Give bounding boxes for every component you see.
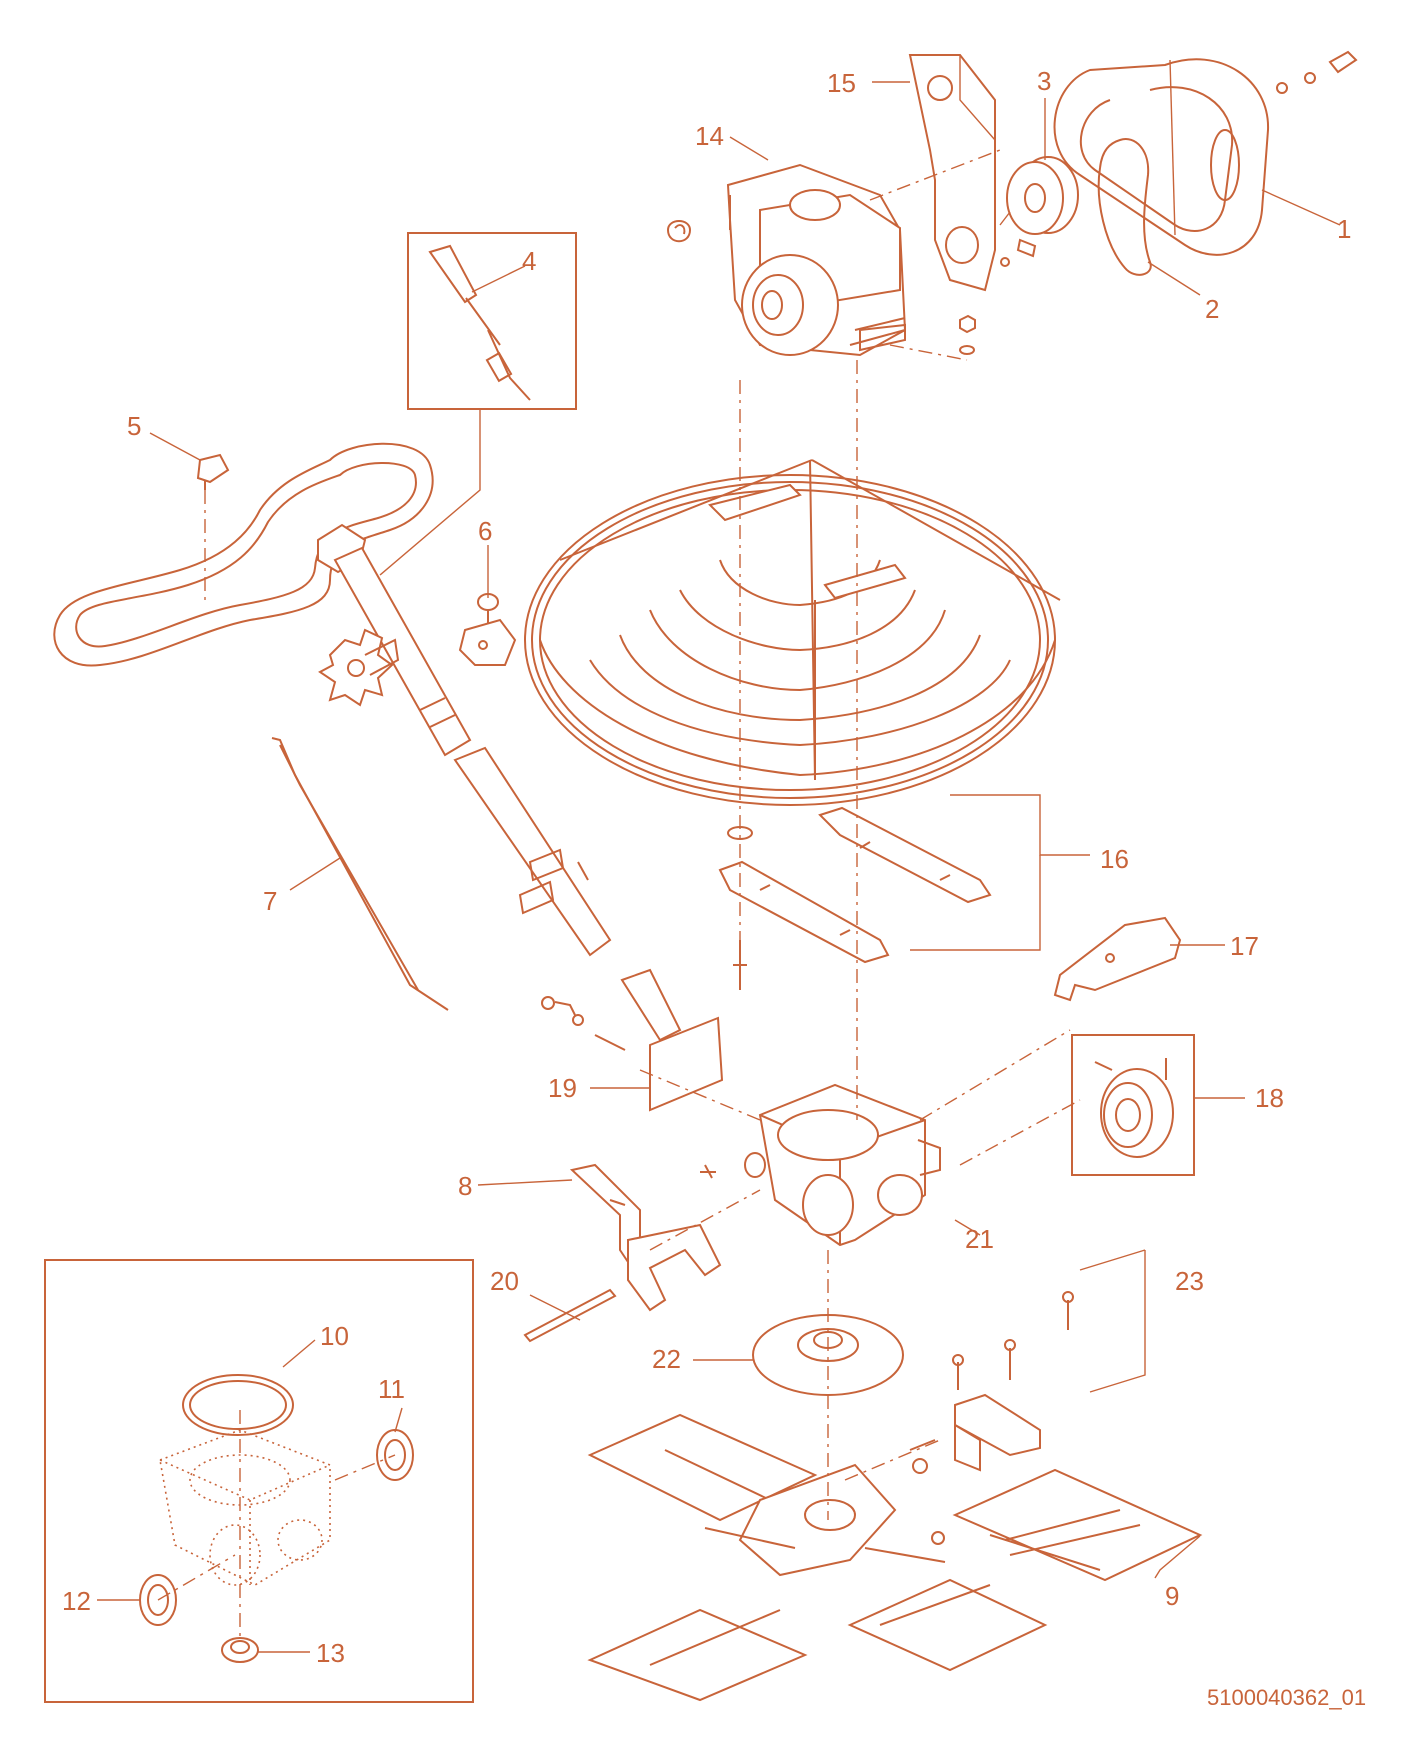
callout-14: 14 [695, 121, 724, 151]
part-belt [1097, 138, 1152, 276]
callout-21: 21 [965, 1224, 994, 1254]
callout-1: 1 [1337, 214, 1351, 244]
part-guard-ring [524, 459, 1061, 806]
callout-7: 7 [263, 886, 277, 916]
callout-2: 2 [1205, 294, 1219, 324]
part-gearbox [700, 1083, 941, 1247]
part-fuel-cap-clip [666, 220, 692, 243]
part-belt-guard [1053, 58, 1270, 256]
callout-18: 18 [1255, 1083, 1284, 1113]
callout-22: 22 [652, 1344, 681, 1374]
callout-13: 13 [316, 1638, 345, 1668]
part-star-knob [318, 628, 400, 707]
part-throttle-switch [407, 232, 577, 410]
callout-15: 15 [827, 68, 856, 98]
part-mounting-brackets [718, 806, 992, 990]
callout-8: 8 [458, 1171, 472, 1201]
part-screws-1 [1276, 50, 1358, 94]
callout-labels: 1 2 3 4 5 6 7 8 9 10 11 12 13 14 15 16 1… [62, 66, 1351, 1668]
assembly-lines [157, 149, 1081, 1640]
callout-9: 9 [1165, 1581, 1179, 1611]
part-cover-bracket [1053, 916, 1182, 1002]
part-fork-lever [569, 1163, 722, 1312]
callout-19: 19 [548, 1073, 577, 1103]
part-drive-disk [752, 1314, 904, 1396]
callout-17: 17 [1230, 931, 1259, 961]
leader-lines [97, 81, 1341, 1653]
callout-4: 4 [522, 246, 536, 276]
inset-gearbox-detail [44, 1259, 474, 1703]
callout-20: 20 [490, 1266, 519, 1296]
part-handle-column [317, 523, 612, 957]
part-handle-bar [53, 442, 434, 667]
part-lever-bracket [541, 968, 724, 1112]
part-lever-knob [458, 593, 517, 666]
part-throttle-cable [271, 737, 449, 1011]
callout-11: 11 [378, 1374, 405, 1404]
callout-10: 10 [320, 1321, 349, 1351]
callout-3: 3 [1037, 66, 1051, 96]
callout-5: 5 [127, 411, 141, 441]
part-blade-spider [587, 1413, 1203, 1702]
callout-16: 16 [1100, 844, 1129, 874]
part-handle-clip [196, 453, 230, 490]
callout-23: 23 [1175, 1266, 1204, 1296]
callout-6: 6 [478, 516, 492, 546]
part-blade-arm-hardware [909, 1291, 1074, 1474]
part-engine-bracket [908, 54, 996, 292]
callout-12: 12 [62, 1586, 91, 1616]
part-engine [726, 163, 907, 357]
part-screws-2 [959, 238, 1037, 355]
part-pivot-pin [523, 1288, 617, 1343]
document-id: 5100040362_01 [1207, 1685, 1366, 1710]
part-gearbox-pulley [1071, 1034, 1195, 1176]
part-pulley [999, 156, 1079, 235]
